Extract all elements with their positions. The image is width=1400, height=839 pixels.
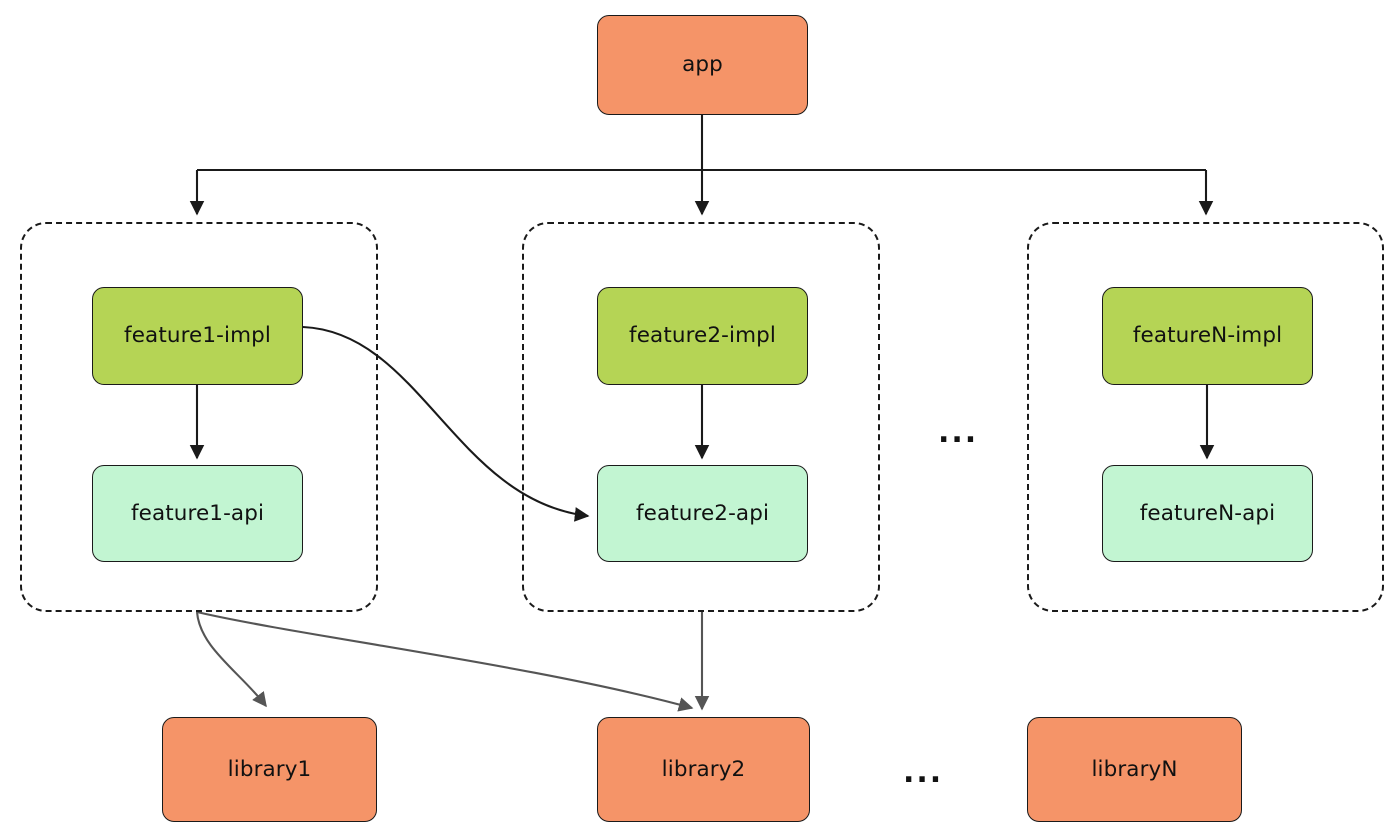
edge-feature1-group-to-library2 (196, 610, 694, 712)
node-app[interactable]: app (597, 15, 808, 115)
edge-feature1-group-to-library1 (195, 611, 267, 708)
node-library2[interactable]: library2 (597, 717, 810, 822)
node-feature1-api[interactable]: feature1-api (92, 465, 303, 562)
node-feature2-api[interactable]: feature2-api (597, 465, 808, 562)
feature1-module-group[interactable] (20, 222, 378, 612)
node-featureN-api[interactable]: featureN-api (1102, 465, 1313, 562)
node-library1[interactable]: library1 (162, 717, 377, 822)
feature-row-ellipsis: ... (938, 415, 979, 450)
featureN-module-group[interactable] (1027, 222, 1384, 612)
node-feature1-impl[interactable]: feature1-impl (92, 287, 303, 385)
node-featureN-impl[interactable]: featureN-impl (1102, 287, 1313, 385)
feature2-module-group[interactable] (522, 222, 880, 612)
node-feature2-impl[interactable]: feature2-impl (597, 287, 808, 385)
node-libraryN[interactable]: libraryN (1027, 717, 1242, 822)
library-row-ellipsis: ... (903, 755, 944, 790)
